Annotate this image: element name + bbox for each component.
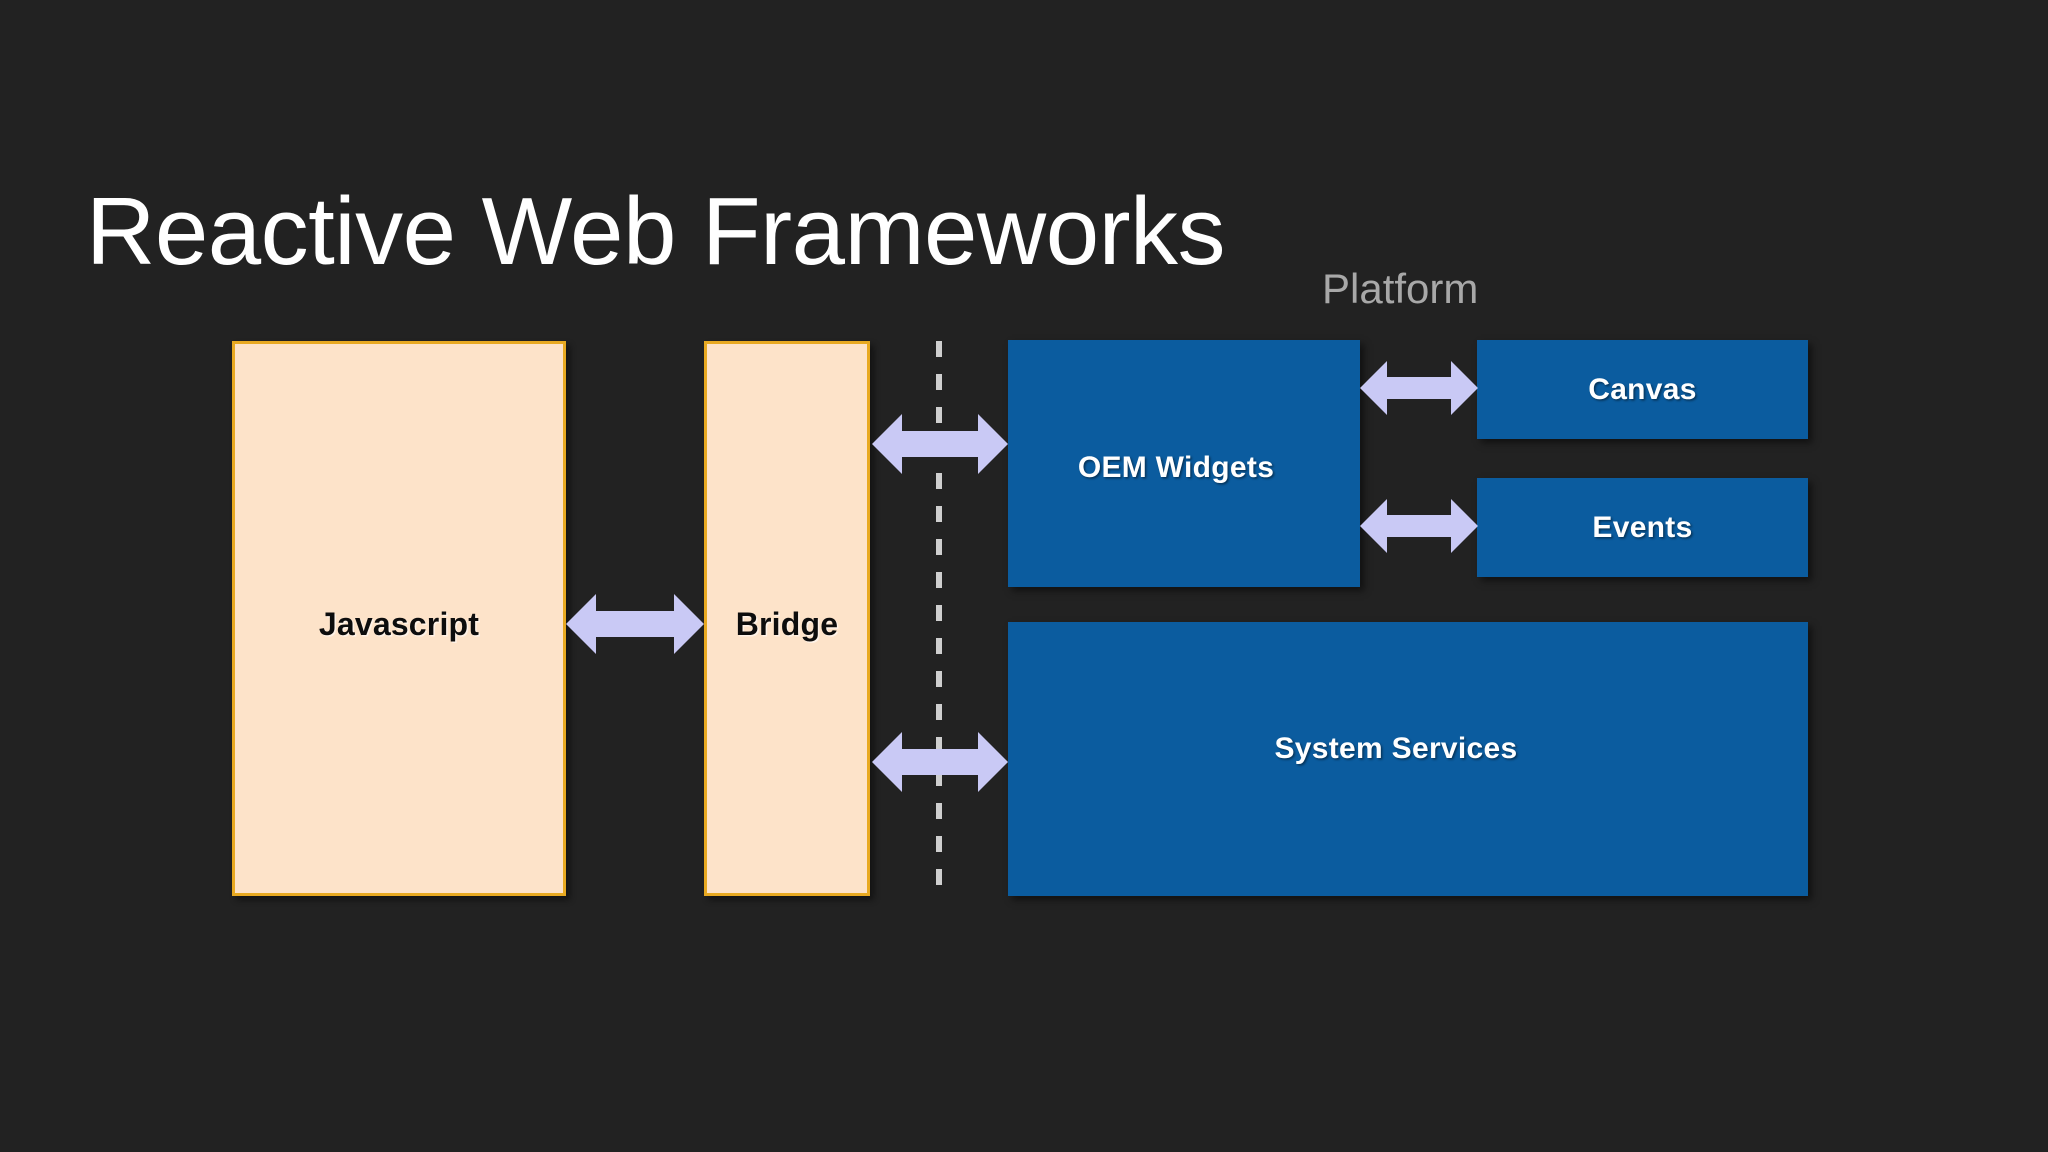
box-javascript[interactable]: Javascript bbox=[232, 341, 566, 896]
box-oem-widgets-label: OEM Widgets bbox=[1077, 450, 1275, 484]
box-canvas-label: Canvas bbox=[1588, 372, 1697, 406]
box-bridge-label: Bridge bbox=[735, 606, 839, 642]
box-canvas[interactable]: Canvas bbox=[1477, 340, 1808, 439]
box-events-label: Events bbox=[1592, 510, 1693, 544]
bidirectional-arrow-icon-javascript-bridge bbox=[566, 588, 704, 660]
bidirectional-arrow-icon-oem-widgets-canvas bbox=[1360, 356, 1478, 420]
page-title: Reactive Web Frameworks bbox=[86, 178, 1226, 286]
box-events[interactable]: Events bbox=[1477, 478, 1808, 577]
box-oem-widgets[interactable]: OEM Widgets bbox=[1008, 340, 1360, 587]
box-system-services-label: System Services bbox=[1274, 732, 1518, 765]
bidirectional-arrow-icon-bridge-oem-widgets bbox=[872, 408, 1008, 480]
platform-caption: Platform bbox=[1322, 265, 1479, 312]
bidirectional-arrow-icon-bridge-system-services bbox=[872, 726, 1008, 798]
bidirectional-arrow-icon-oem-widgets-events bbox=[1360, 494, 1478, 558]
box-bridge[interactable]: Bridge bbox=[704, 341, 870, 896]
platform-boundary-dashed-line bbox=[936, 341, 942, 896]
box-javascript-label: Javascript bbox=[318, 606, 480, 642]
box-system-services[interactable]: System Services bbox=[1008, 622, 1808, 896]
